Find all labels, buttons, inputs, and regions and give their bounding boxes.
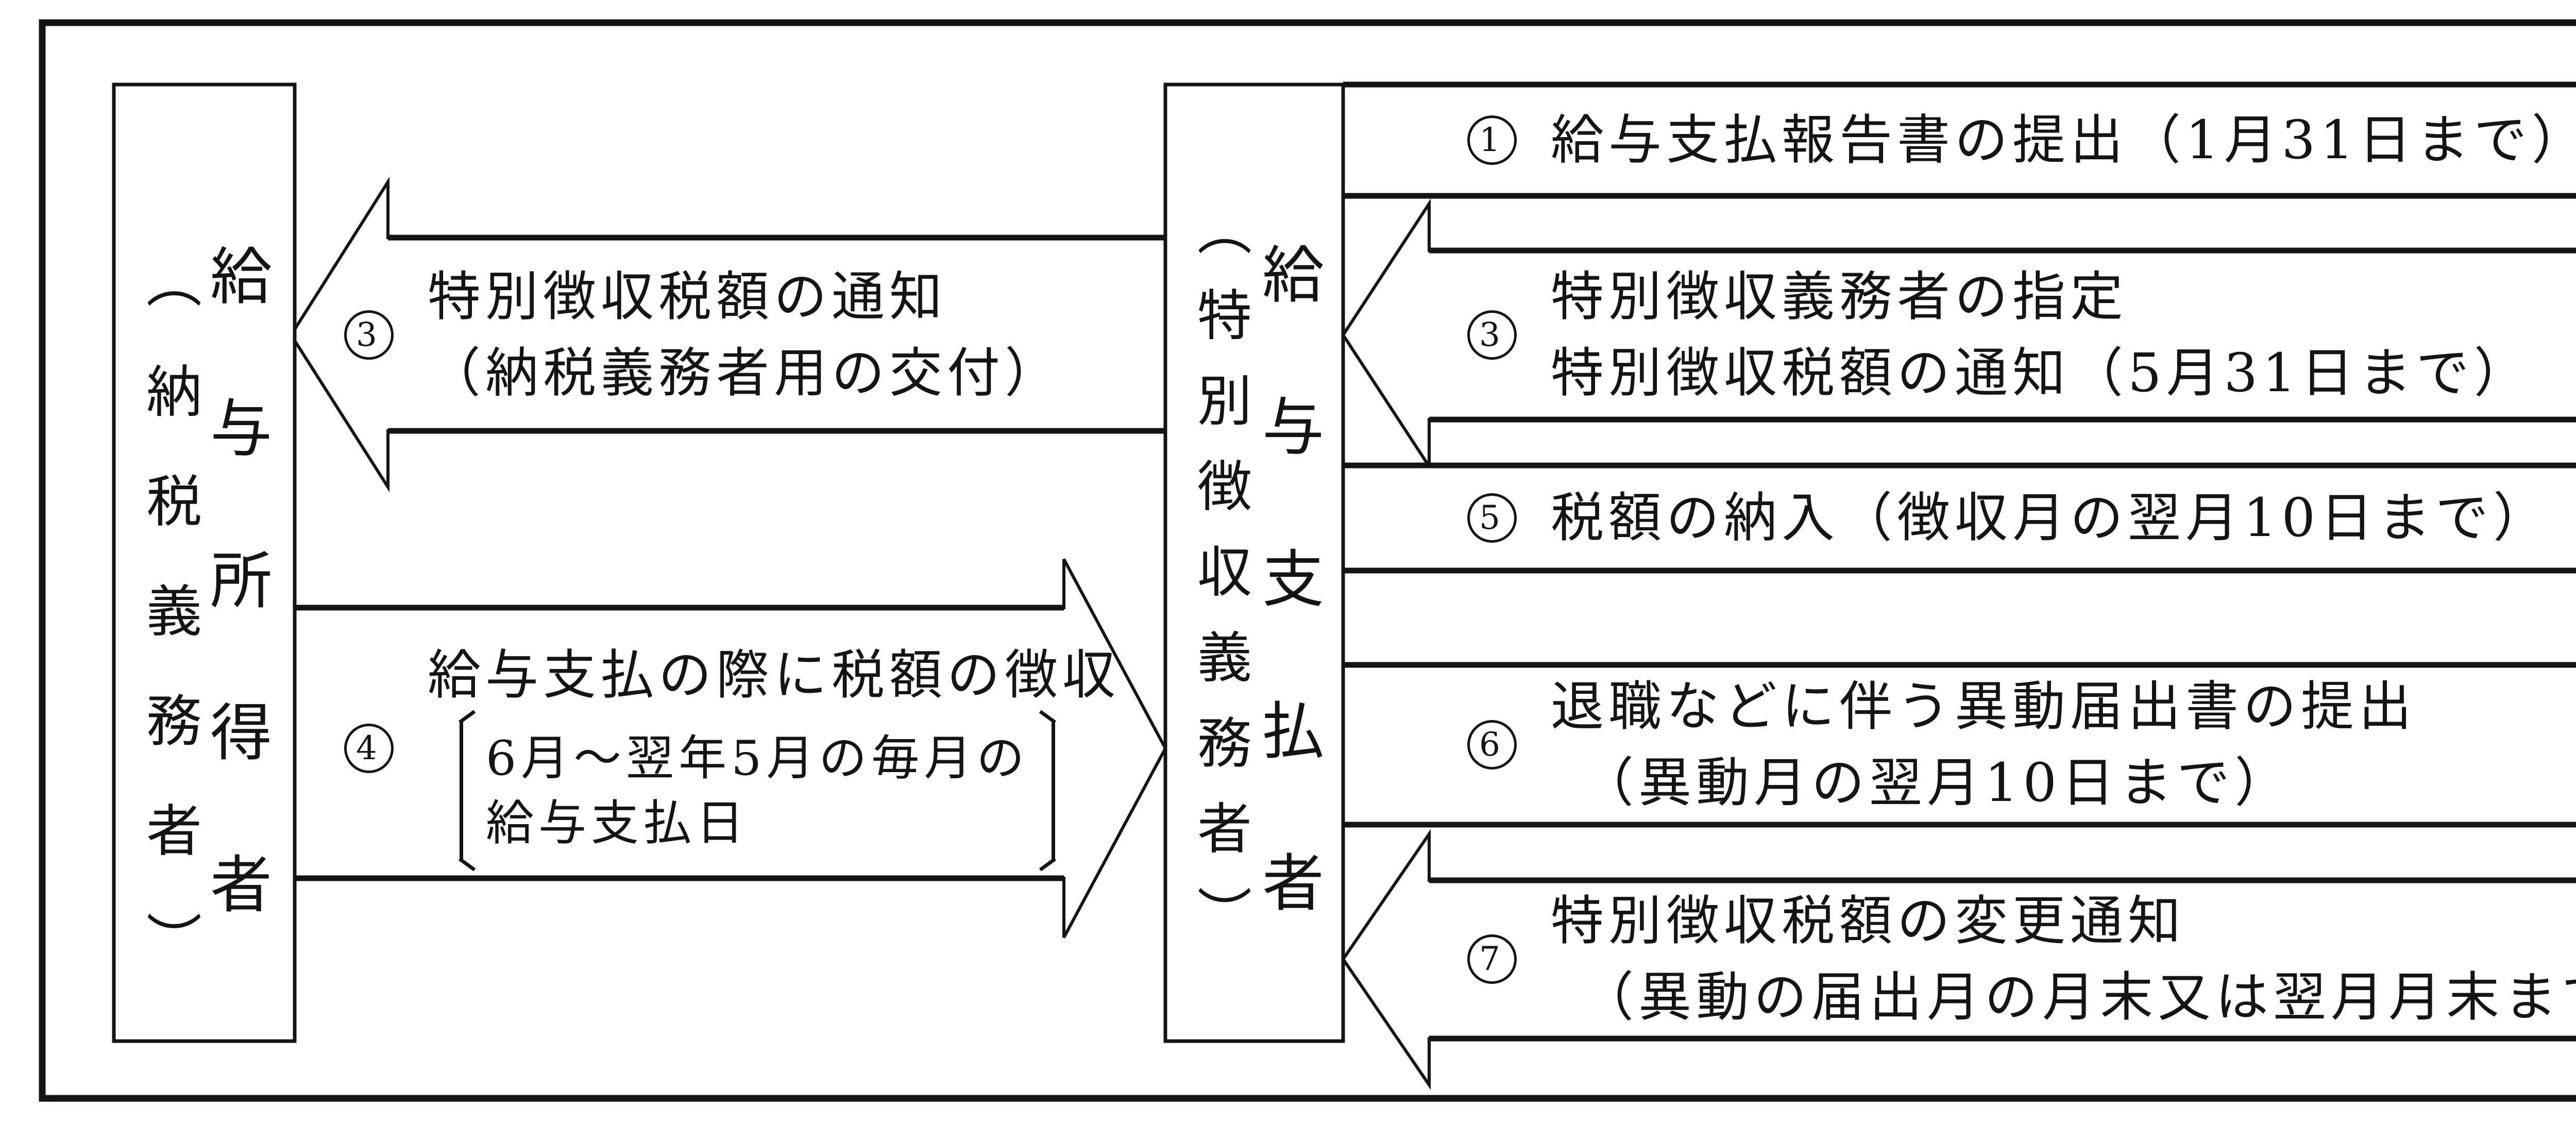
employee-box-label: 給与所得者: [199, 244, 271, 1004]
circled-number-5-icon: 5: [1467, 493, 1517, 543]
arrow-3-right-label: 3 特別徴収義務者の指定 特別徴収税額の通知（5月31日まで）: [1467, 259, 2532, 411]
arrow-1-label: 1 給与支払報告書の提出（1月31日まで）: [1467, 102, 2576, 178]
arrow-5-text: 税額の納入（徴収月の翌月10日まで）: [1551, 487, 2551, 549]
arrow-3-left-text-line2: （納税義務者用の交付）: [428, 342, 1062, 404]
arrow-3-left-text-line1: 特別徴収税額の通知: [428, 266, 947, 328]
flow-arrows: [289, 83, 2576, 1090]
right-bracket-icon: [1034, 722, 1056, 860]
arrow-4-label: 4 給与支払の際に税額の徴収 6月～翌年5月の毎月の 給与支払日: [344, 637, 1120, 860]
arrow-7-label: 7 特別徴収税額の変更通知 （異動の届出月の月末又は翌月月末まで）: [1467, 883, 2576, 1035]
arrow-6-label: 6 退職などに伴う異動届出書の提出 （異動月の翌月10日まで）: [1467, 668, 2416, 821]
circled-number-4-icon: 4: [344, 724, 394, 773]
arrow-3-right-text-line1: 特別徴収義務者の指定: [1551, 266, 2128, 328]
arrow-3-right-text-line2: 特別徴収税額の通知（5月31日まで）: [1551, 342, 2532, 404]
circled-number-3-left-icon: 3: [344, 310, 394, 360]
employee-box: [112, 82, 297, 1043]
arrow-7-text-line2: （異動の届出月の月末又は翌月月末まで）: [1581, 966, 2576, 1028]
arrow-1-text: 給与支払報告書の提出（1月31日まで）: [1551, 109, 2576, 171]
circled-number-1-icon: 1: [1467, 115, 1517, 165]
arrow-4-note-line2: 給与支払日: [486, 795, 749, 851]
payer-box-label: 給与支払者: [1251, 242, 1323, 1002]
outer-frame: [39, 19, 2576, 1102]
circled-number-6-icon: 6: [1467, 720, 1517, 769]
payer-box: [1163, 82, 1345, 1043]
arrow-4-bracket-note: 6月～翌年5月の毎月の 給与支払日: [460, 722, 1120, 860]
employee-box-sublabel: （納税義務者）: [137, 253, 201, 1021]
arrow-6-text-line1: 退職などに伴う異動届出書の提出: [1551, 676, 2416, 738]
payer-box-sublabel: （特別徴収義務者）: [1188, 201, 1251, 971]
arrow-3-left-label: 3 特別徴収税額の通知 （納税義務者用の交付）: [344, 259, 1062, 411]
left-bracket-icon: [460, 722, 481, 860]
party-boxes: [112, 82, 1345, 1043]
circled-number-7-icon: 7: [1467, 934, 1517, 984]
arrow-4-note-line1: 6月～翌年5月の毎月の: [486, 730, 1029, 786]
arrow-5-label: 5 税額の納入（徴収月の翌月10日まで）: [1467, 480, 2551, 556]
arrow-4-text: 給与支払の際に税額の徴収: [428, 644, 1120, 706]
circled-number-3-icon: 3: [1467, 310, 1517, 360]
arrow-6-text-line2: （異動月の翌月10日まで）: [1581, 752, 2293, 814]
arrow-body-edges: [295, 81, 2576, 1042]
arrow-7-text-line1: 特別徴収税額の変更通知: [1551, 890, 2185, 952]
